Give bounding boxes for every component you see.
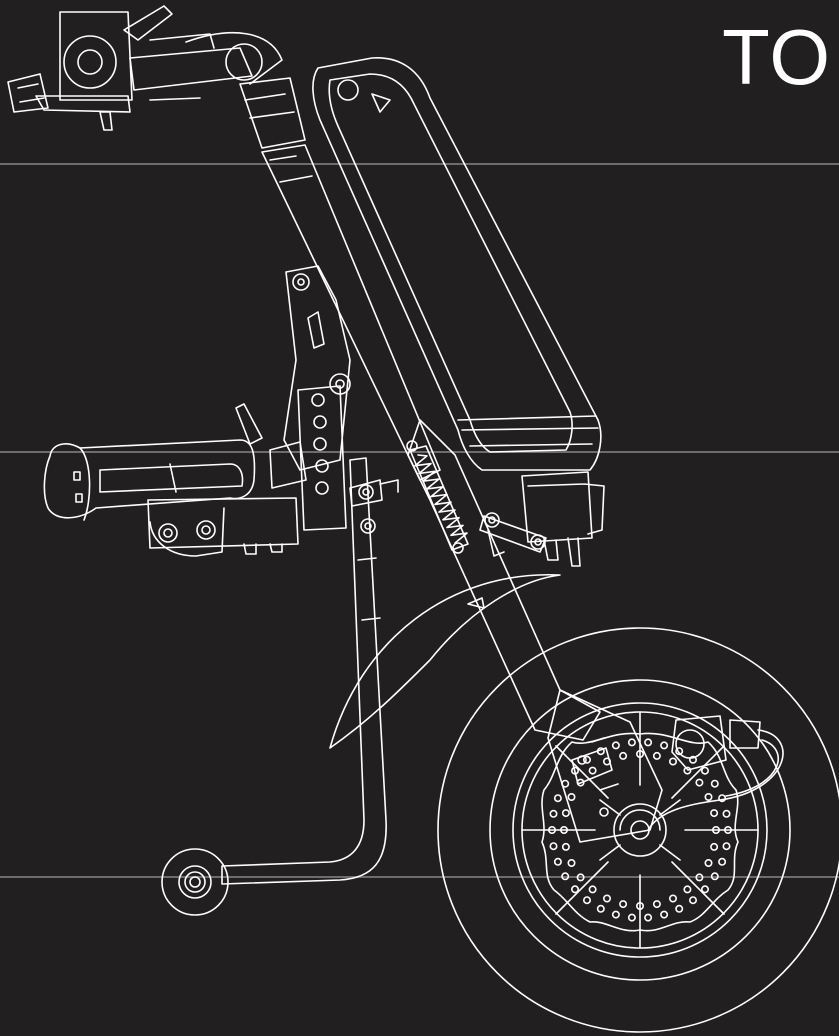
kickstand-lever (480, 513, 546, 556)
disc-hole (713, 827, 719, 833)
disc-hole (584, 897, 590, 903)
disc-hole (637, 903, 643, 909)
disc-hole (670, 895, 676, 901)
disc-hole (572, 886, 578, 892)
disc-hub (614, 804, 666, 856)
disc-hole (654, 753, 660, 759)
disc-hole (598, 906, 604, 912)
disc-hole (711, 810, 717, 816)
disc-hole (702, 768, 708, 774)
stand-leg (222, 458, 398, 884)
caster-wheel (162, 849, 228, 915)
battery-pack (313, 58, 601, 470)
disc-hole (690, 897, 696, 903)
disc-hole (645, 914, 651, 920)
disc-hole (712, 781, 718, 787)
disc-hole (584, 757, 590, 763)
disc-hole (676, 748, 682, 754)
handle-cluster (8, 6, 282, 130)
rim-spokes (522, 712, 758, 948)
disc-hole (563, 810, 569, 816)
disc-hole (577, 874, 583, 880)
disc-hole (654, 901, 660, 907)
disc-hole (684, 767, 690, 773)
rim-outer (513, 703, 767, 957)
disc-hole (637, 751, 643, 757)
disc-hole (723, 811, 729, 817)
disc-holes (549, 739, 731, 921)
disc-hole (719, 795, 725, 801)
disc-hole (549, 827, 555, 833)
guide-line-middle (0, 451, 839, 453)
disc-hole (589, 767, 595, 773)
disc-hole (696, 874, 702, 880)
front-wheel (438, 628, 839, 1032)
disc-hole (604, 895, 610, 901)
clamp-arm (44, 404, 298, 556)
brake-disc (542, 733, 738, 930)
disc-hole (676, 906, 682, 912)
disc-hole (550, 811, 556, 817)
disc-hole (719, 859, 725, 865)
front-fender (330, 575, 560, 748)
suspension-spring (407, 441, 468, 553)
disc-hole (568, 860, 574, 866)
disc-hole (712, 873, 718, 879)
disc-hole (568, 794, 574, 800)
disc-hole (620, 753, 626, 759)
disc-hole (620, 901, 626, 907)
disc-hole (696, 779, 702, 785)
headline-text: TO (722, 13, 831, 101)
disc-hole (550, 843, 556, 849)
disc-hole (555, 859, 561, 865)
disc-hole (555, 795, 561, 801)
disc-hole (645, 739, 651, 745)
disc-hole (690, 757, 696, 763)
disc-hole (725, 827, 731, 833)
disc-hole (563, 844, 569, 850)
disc-hole (629, 914, 635, 920)
disc-hole (589, 886, 595, 892)
disc-hole (661, 911, 667, 917)
disc-hole (705, 794, 711, 800)
disc-hole (562, 873, 568, 879)
disc-hole (670, 758, 676, 764)
tire-inner (490, 680, 790, 980)
disc-outline (542, 733, 738, 930)
linkage-plate (270, 266, 350, 530)
front-fork (408, 420, 662, 842)
guide-line-top (0, 163, 839, 165)
disc-hole (723, 843, 729, 849)
disc-hole (711, 844, 717, 850)
disc-hole (629, 739, 635, 745)
controller-box (522, 472, 604, 566)
disc-hole (613, 742, 619, 748)
disc-hole (613, 911, 619, 917)
steering-column (240, 78, 440, 480)
disc-hole (705, 860, 711, 866)
disc-hole (684, 886, 690, 892)
tire-outer (438, 628, 839, 1032)
brake-caliper (648, 716, 783, 830)
guide-line-bottom (0, 876, 839, 878)
disc-hole (561, 827, 567, 833)
disc-hole (661, 742, 667, 748)
disc-hole (702, 886, 708, 892)
